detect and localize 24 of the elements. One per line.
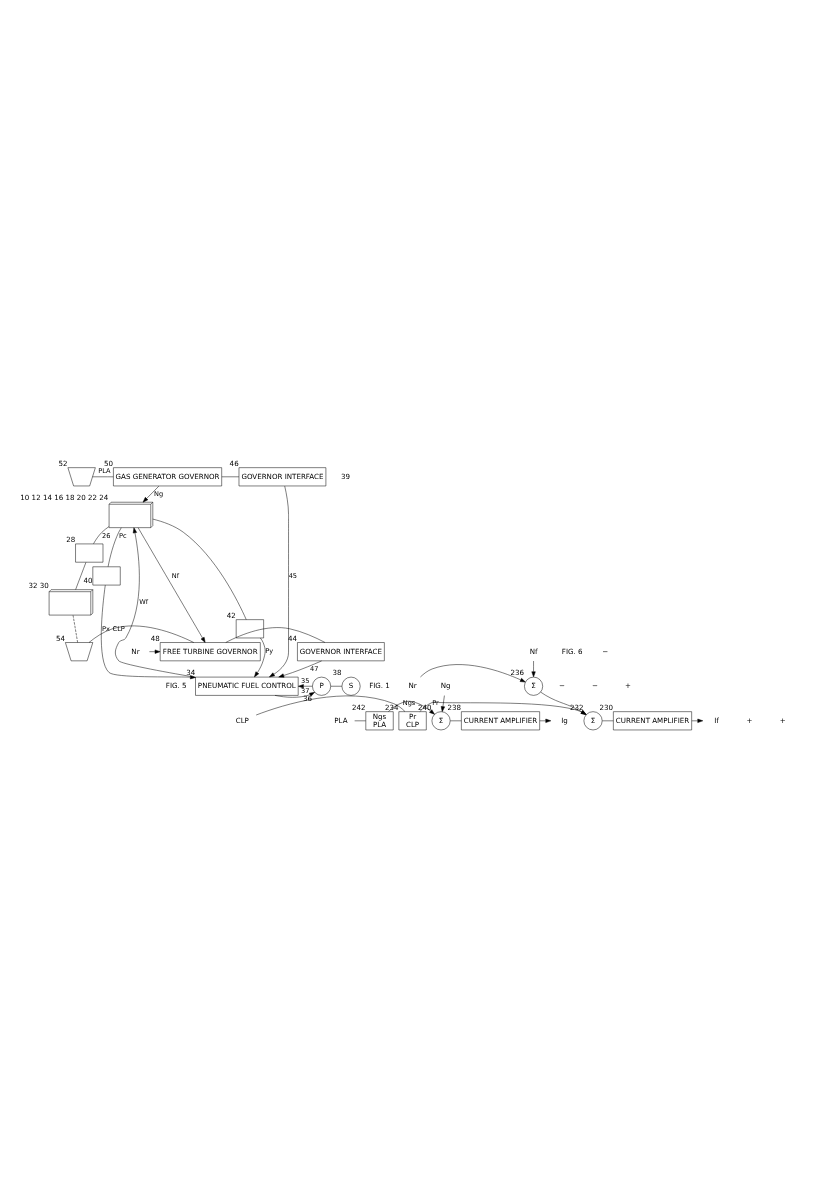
arrow — [149, 648, 161, 653]
arrow — [531, 659, 536, 677]
arrow — [539, 717, 552, 722]
node-lever — [65, 641, 94, 661]
arrow — [137, 526, 206, 642]
connector — [88, 624, 195, 642]
arrow — [274, 691, 315, 697]
node-box — [75, 542, 104, 562]
arrow — [298, 683, 313, 688]
arrow — [419, 700, 587, 714]
arrow — [254, 636, 266, 677]
node-lever — [67, 466, 96, 486]
arrow — [115, 526, 196, 677]
arrow — [142, 484, 160, 502]
connector — [225, 626, 326, 642]
node-box — [235, 618, 264, 638]
arrow — [540, 690, 587, 714]
arrow — [101, 583, 196, 679]
node-box — [92, 565, 121, 585]
arrow — [278, 659, 322, 677]
arrow — [420, 663, 526, 682]
arrow — [691, 717, 704, 722]
arrow — [269, 484, 289, 677]
arrow — [440, 694, 445, 711]
